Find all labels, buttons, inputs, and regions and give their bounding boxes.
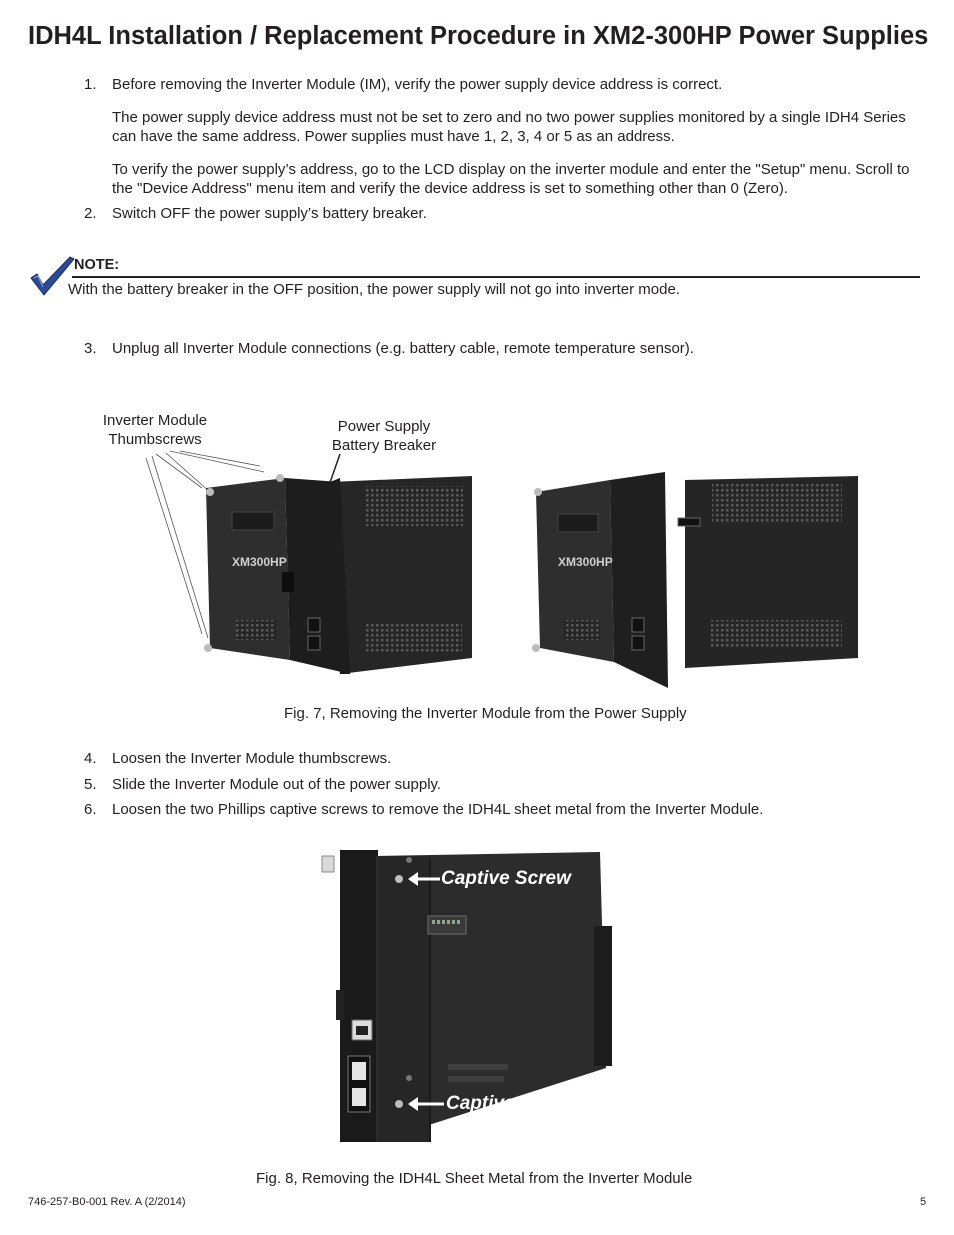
step-4: 4. Loosen the Inverter Module thumbscrew… xyxy=(0,749,954,768)
page-title: IDH4L Installation / Replacement Procedu… xyxy=(28,22,929,50)
svg-text:XM300HP: XM300HP xyxy=(558,555,613,569)
step-text: Before removing the Inverter Module (IM)… xyxy=(112,76,723,93)
label-battery-breaker: Power Supply Battery Breaker xyxy=(331,418,437,454)
power-supply-left: XM300HP xyxy=(204,474,472,674)
figure-8-caption: Fig. 8, Removing the IDH4L Sheet Metal f… xyxy=(256,1170,693,1187)
note-divider xyxy=(72,276,920,278)
step-1-paragraph-1: The power supply device address must not… xyxy=(112,109,906,145)
note-label: NOTE: xyxy=(74,257,120,273)
step-number: 2. xyxy=(84,205,97,222)
step-2: 2. Switch OFF the power supply’s battery… xyxy=(0,204,954,223)
label-thumbscrews: Inverter Module Thumbscrews xyxy=(102,412,208,448)
step-6: 6. Loosen the two Phillips captive screw… xyxy=(0,800,954,819)
note-text: With the battery breaker in the OFF posi… xyxy=(68,281,680,298)
step-text: Slide the Inverter Module out of the pow… xyxy=(112,776,442,793)
callout-captive-screw-top: Captive Screw xyxy=(441,868,571,889)
step-number: 5. xyxy=(84,776,97,793)
step-5: 5. Slide the Inverter Module out of the … xyxy=(0,775,954,794)
checkmark-icon xyxy=(30,256,75,296)
step-1-paragraph-2: To verify the power supply’s address, go… xyxy=(112,161,910,197)
step-text: Switch OFF the power supply’s battery br… xyxy=(112,205,427,222)
figure-8-image xyxy=(321,850,612,1142)
callout-captive-screw-bottom: Captive Screw xyxy=(446,1093,576,1114)
step-number: 6. xyxy=(84,801,97,818)
figure-7-image: XM300HP XM300HP xyxy=(145,450,858,688)
step-number: 4. xyxy=(84,750,97,767)
device-logo: XM300HP xyxy=(232,555,287,569)
footer-page-number: 5 xyxy=(920,1196,927,1208)
step-1: 1. Before removing the Inverter Module (… xyxy=(0,75,954,94)
step-text: Unplug all Inverter Module connections (… xyxy=(112,340,694,357)
step-number: 3. xyxy=(84,340,97,357)
step-text: Loosen the two Phillips captive screws t… xyxy=(112,801,764,818)
power-supply-right: XM300HP xyxy=(532,472,858,688)
footer-doc-number: 746-257-B0-001 Rev. A (2/2014) xyxy=(28,1196,186,1208)
step-3: 3. Unplug all Inverter Module connection… xyxy=(0,339,954,358)
figure-7-caption: Fig. 7, Removing the Inverter Module fro… xyxy=(284,705,687,722)
step-text: Loosen the Inverter Module thumbscrews. xyxy=(112,750,392,767)
step-number: 1. xyxy=(84,76,97,93)
